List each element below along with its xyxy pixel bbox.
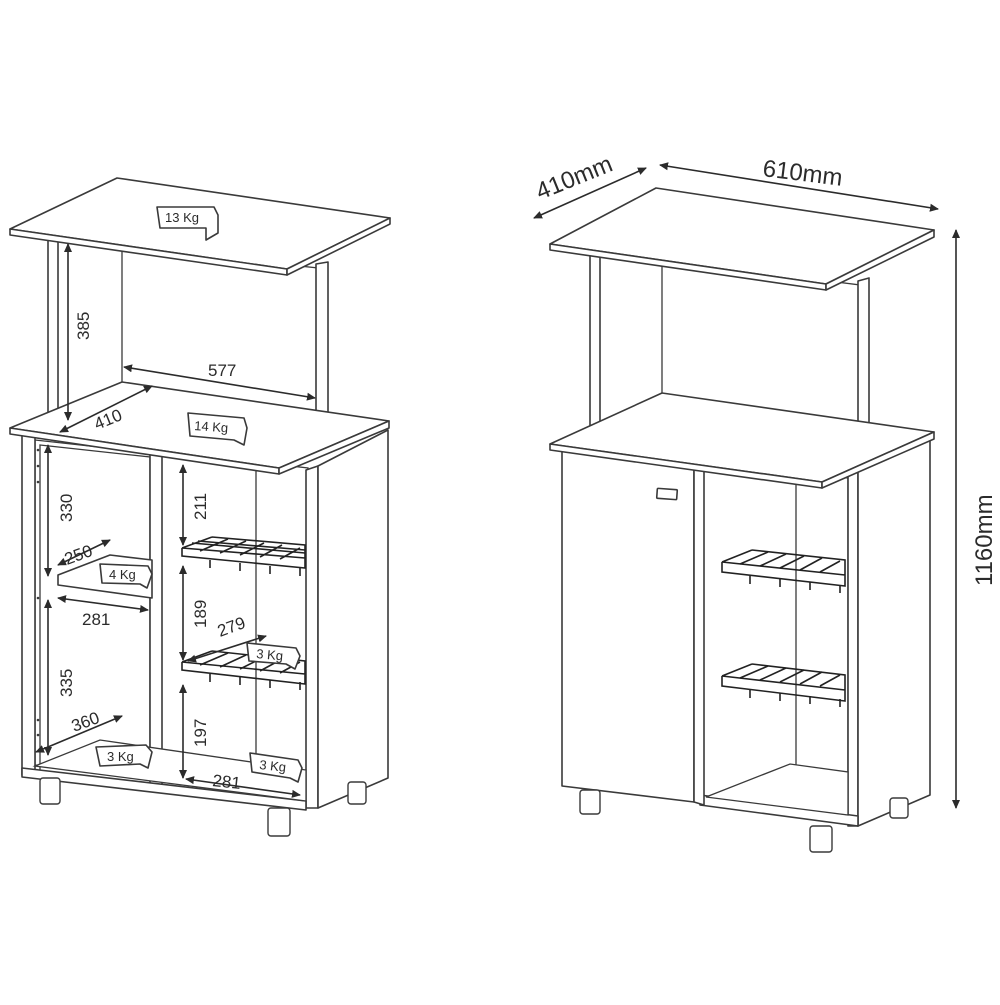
svg-text:13 Kg: 13 Kg: [165, 210, 199, 225]
svg-text:4 Kg: 4 Kg: [109, 567, 136, 582]
label-right-middle-height: 189: [191, 600, 210, 628]
label-right-upper-height: 211: [191, 493, 210, 520]
right-upper-wire-rack: [721, 549, 846, 593]
right-foot-front-right: [809, 825, 833, 853]
right-bottom-board-top: [705, 763, 849, 816]
weight-tag-middle: 14 Kg: [187, 412, 248, 446]
dim-line-left-shelf-depth: [57, 539, 111, 566]
svg-text:3 Kg: 3 Kg: [107, 749, 134, 764]
left-lower-right-side-depth: [317, 429, 389, 809]
right-door[interactable]: [561, 447, 695, 803]
svg-text:3 Kg: 3 Kg: [259, 757, 287, 775]
label-left-upper-height: 330: [57, 494, 76, 522]
label-right-lower-height: 197: [191, 719, 210, 747]
label-right-width: 281: [212, 771, 242, 793]
right-lower-open-compartment: [795, 471, 849, 816]
weight-tag-top: 13 Kg: [156, 206, 219, 241]
label-overall-depth: 410mm: [532, 151, 616, 206]
left-right-compartment-back: [255, 461, 309, 796]
label-overall-height: 1160mm: [971, 494, 998, 586]
weight-tag-rack: 3 Kg: [246, 642, 301, 670]
left-middle-board-side: [278, 420, 390, 475]
right-top-board: [549, 187, 935, 285]
right-door-handle[interactable]: [655, 487, 679, 501]
weight-tag-left-shelf: 4 Kg: [99, 563, 153, 589]
dim-line-overall-depth: [533, 167, 647, 219]
right-foot-back-right: [889, 797, 909, 819]
dim-line-niche-depth: [59, 385, 153, 433]
left-foot-back-right: [347, 781, 367, 805]
left-cabinet-view: 385 577 410 330 250 281 335 360 211 189 …: [9, 177, 391, 837]
right-lower-wire-rack: [721, 663, 846, 707]
right-lower-right-side: [847, 471, 859, 827]
dim-line-right-width: [185, 776, 301, 798]
svg-text:3 Kg: 3 Kg: [256, 646, 284, 663]
left-foot-front-left: [39, 777, 61, 805]
label-left-lower-height: 335: [57, 669, 76, 697]
dim-line-left-bottom-depth: [35, 715, 123, 753]
label-left-width: 281: [82, 610, 110, 629]
label-niche-width: 577: [208, 361, 236, 380]
left-foot-front-right: [267, 807, 291, 837]
weight-tag-bottom-right: 3 Kg: [249, 752, 303, 783]
dim-line-left-width: [57, 595, 149, 613]
dim-line-niche-width: [123, 364, 316, 401]
label-niche-height: 385: [74, 312, 93, 340]
left-upper-wire-rack: [181, 536, 306, 576]
svg-text:14 Kg: 14 Kg: [194, 418, 229, 435]
left-upper-left-side: [47, 235, 59, 425]
right-middle-board-side: [821, 431, 935, 489]
label-overall-width: 610mm: [761, 155, 844, 192]
right-lower-right-side-depth: [857, 435, 931, 827]
dim-line-rack-depth: [187, 634, 267, 663]
right-cabinet-view: 410mm 610mm 1160mm: [532, 151, 998, 853]
left-lower-left-side: [21, 431, 36, 776]
right-upper-left-side: [589, 249, 601, 433]
right-top-board-side: [825, 229, 935, 291]
right-foot-front-left: [579, 789, 601, 815]
dim-line-overall-width: [659, 162, 939, 212]
weight-tag-bottom-left: 3 Kg: [95, 744, 153, 769]
left-center-divider: [149, 452, 163, 791]
right-door-edge: [693, 461, 705, 806]
left-top-board-side: [286, 217, 391, 276]
left-lower-right-side: [305, 465, 319, 809]
